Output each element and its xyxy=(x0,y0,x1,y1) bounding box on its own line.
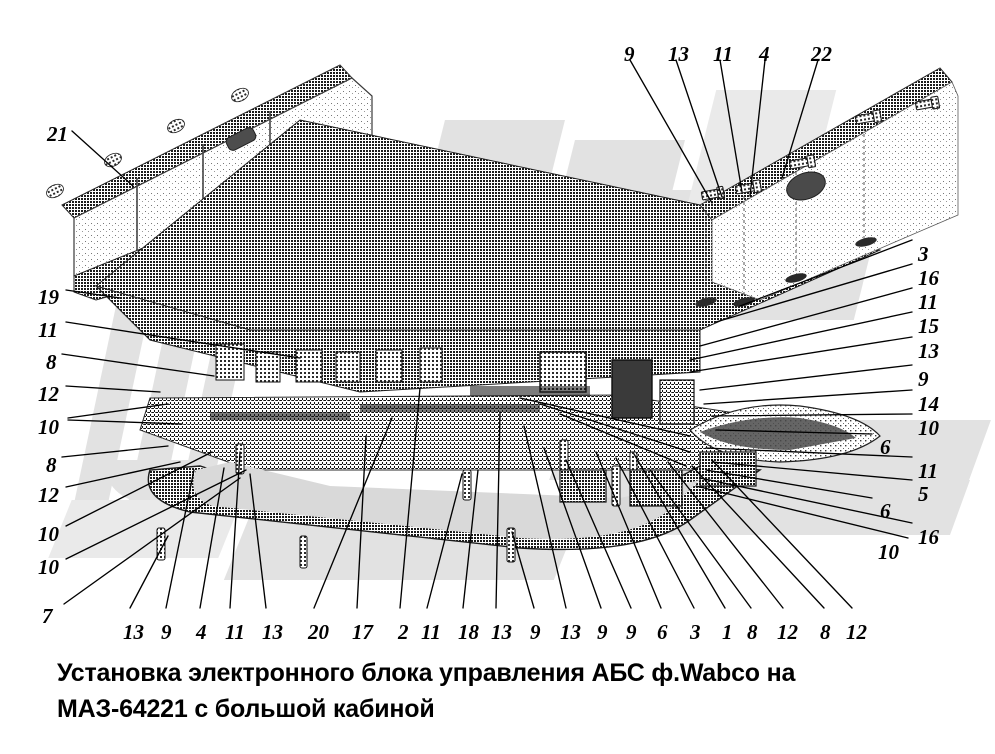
callout-label-left[interactable]: 10 xyxy=(38,555,59,579)
caption-line-1: Установка электронного блока управления … xyxy=(57,659,796,687)
callout-label-bottom[interactable]: 9 xyxy=(161,620,172,644)
cab-panel-slot xyxy=(225,127,257,151)
mechanism-speckle xyxy=(210,386,590,420)
callout-label-right[interactable]: 14 xyxy=(918,392,939,416)
callout-label-top[interactable]: 11 xyxy=(713,42,733,66)
callout-label-right[interactable]: 16 xyxy=(918,525,939,549)
callout-label-bottom[interactable]: 17 xyxy=(352,620,373,644)
bolt-axis-lines xyxy=(705,128,865,300)
callout-label-left[interactable]: 21 xyxy=(47,122,68,146)
callout-label-bottom[interactable]: 9 xyxy=(597,620,608,644)
callout-label-bottom[interactable]: 9 xyxy=(626,620,637,644)
callout-label-top[interactable]: 22 xyxy=(811,42,832,66)
callout-label-right[interactable]: 5 xyxy=(918,482,929,506)
callout-label-bottom[interactable]: 8 xyxy=(820,620,831,644)
right-bracket-group xyxy=(559,451,757,507)
callout-label-right[interactable]: 6 xyxy=(880,435,891,459)
callout-label-left[interactable]: 10 xyxy=(38,415,59,439)
callout-label-right[interactable]: 13 xyxy=(918,339,939,363)
callout-label-bottom[interactable]: 1 xyxy=(722,620,733,644)
callout-label-bottom[interactable]: 20 xyxy=(308,620,329,644)
callout-label-bottom[interactable]: 4 xyxy=(196,620,207,644)
callout-label-right[interactable]: 11 xyxy=(918,459,938,483)
callout-label-bottom[interactable]: 18 xyxy=(458,620,479,644)
callout-label-left[interactable]: 12 xyxy=(38,483,59,507)
callout-label-bottom[interactable]: 11 xyxy=(421,620,441,644)
callout-label-bottom[interactable]: 13 xyxy=(560,620,581,644)
access-cover-plate xyxy=(786,171,826,201)
callout-label-right[interactable]: 3 xyxy=(918,242,929,266)
callout-label-right[interactable]: 10 xyxy=(878,540,899,564)
callout-label-bottom[interactable]: 12 xyxy=(777,620,798,644)
mounted-components xyxy=(215,343,695,425)
figure-caption: Установка электронного блока управления … xyxy=(57,655,957,727)
callout-label-bottom[interactable]: 8 xyxy=(747,620,758,644)
callout-label-right[interactable]: 16 xyxy=(918,266,939,290)
callout-label-left[interactable]: 10 xyxy=(38,522,59,546)
caption-line-2: МАЗ-64221 с большой кабиной xyxy=(57,695,435,723)
callout-label-left[interactable]: 8 xyxy=(46,453,57,477)
callout-label-right[interactable]: 6 xyxy=(880,499,891,523)
abs-ecu-box-2 xyxy=(611,359,653,419)
callout-label-top[interactable]: 13 xyxy=(668,42,689,66)
leader-lines xyxy=(61,59,913,609)
callout-label-bottom[interactable]: 11 xyxy=(225,620,245,644)
callout-label-bottom[interactable]: 2 xyxy=(398,620,409,644)
bolt-washer-group xyxy=(695,237,877,307)
cab-rear-panel xyxy=(711,81,959,301)
callout-label-right[interactable]: 10 xyxy=(918,416,939,440)
air-reservoir-shadow xyxy=(700,417,856,450)
callout-label-top[interactable]: 9 xyxy=(624,42,635,66)
callout-label-bottom[interactable]: 3 xyxy=(690,620,701,644)
callout-label-bottom[interactable]: 13 xyxy=(491,620,512,644)
callout-label-bottom[interactable]: 12 xyxy=(846,620,867,644)
callout-label-right[interactable]: 11 xyxy=(918,290,938,314)
callout-label-left[interactable]: 19 xyxy=(38,285,59,309)
callout-label-left[interactable]: 7 xyxy=(42,604,53,628)
rail-fastener-group xyxy=(46,87,249,199)
callout-label-top[interactable]: 4 xyxy=(759,42,770,66)
abs-ecu-box xyxy=(539,351,587,393)
callout-label-left[interactable]: 11 xyxy=(38,318,58,342)
callout-label-bottom[interactable]: 13 xyxy=(262,620,283,644)
relay-block xyxy=(659,379,695,425)
cab-assembly xyxy=(46,64,959,569)
callout-label-left[interactable]: 12 xyxy=(38,382,59,406)
callout-label-right[interactable]: 15 xyxy=(918,314,939,338)
callout-label-bottom[interactable]: 9 xyxy=(530,620,541,644)
callout-label-bottom[interactable]: 6 xyxy=(657,620,668,644)
callout-label-left[interactable]: 8 xyxy=(46,350,57,374)
callout-label-bottom[interactable]: 13 xyxy=(123,620,144,644)
callout-label-right[interactable]: 9 xyxy=(918,367,929,391)
cab-floor-inner xyxy=(193,462,700,539)
